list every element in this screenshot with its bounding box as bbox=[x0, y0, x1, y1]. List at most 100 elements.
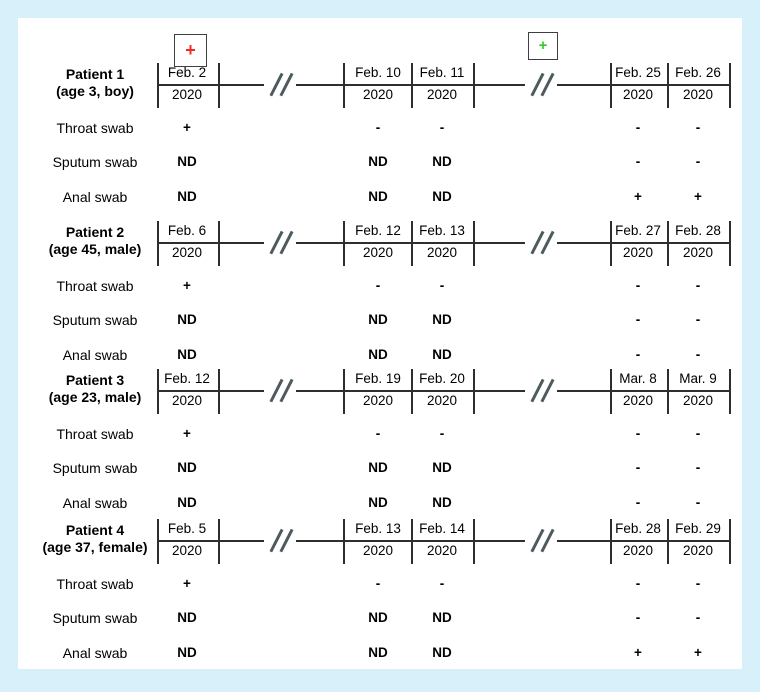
result-value: - bbox=[635, 576, 641, 591]
row-label-throat-swab: Throat swab bbox=[56, 278, 134, 294]
result-value: - bbox=[439, 278, 445, 293]
result-value: ND bbox=[368, 154, 388, 169]
figure-panel bbox=[18, 18, 742, 669]
row-label-throat-swab: Throat swab bbox=[56, 120, 134, 136]
date-label: Feb. 20 bbox=[419, 371, 465, 386]
year-label: 2020 bbox=[622, 87, 654, 102]
result-value: - bbox=[439, 426, 445, 441]
row-label-anal-swab: Anal swab bbox=[62, 189, 128, 205]
result-value: - bbox=[375, 576, 381, 591]
result-value: ND bbox=[368, 645, 388, 660]
timeline-tick bbox=[218, 221, 220, 266]
timeline-tick bbox=[218, 519, 220, 564]
year-label: 2020 bbox=[362, 393, 394, 408]
date-label: Mar. 8 bbox=[619, 371, 657, 386]
result-value: - bbox=[635, 460, 641, 475]
timeline-tick bbox=[343, 63, 345, 108]
row-label-throat-swab: Throat swab bbox=[56, 576, 134, 592]
result-value: ND bbox=[432, 154, 452, 169]
timeline-tick bbox=[343, 221, 345, 266]
patient-name: Patient 3 bbox=[65, 372, 125, 388]
timeline-tick bbox=[473, 369, 475, 414]
timeline-tick bbox=[411, 63, 413, 108]
row-label-anal-swab: Anal swab bbox=[62, 645, 128, 661]
patient-name: Patient 4 bbox=[65, 522, 125, 538]
date-label: Feb. 2 bbox=[167, 65, 207, 80]
timeline-line bbox=[157, 242, 731, 244]
result-value: + bbox=[183, 278, 191, 293]
result-value: - bbox=[695, 120, 701, 135]
re-positive-marker-box: + bbox=[528, 32, 558, 60]
result-value: - bbox=[375, 120, 381, 135]
row-label-sputum-swab: Sputum swab bbox=[52, 460, 138, 476]
timeline-break-icon bbox=[264, 527, 296, 554]
date-label: Mar. 9 bbox=[679, 371, 717, 386]
result-value: ND bbox=[368, 460, 388, 475]
patient-age-sex: (age 37, female) bbox=[42, 539, 148, 555]
year-label: 2020 bbox=[171, 245, 203, 260]
result-value: + bbox=[183, 576, 191, 591]
timeline-tick bbox=[610, 63, 612, 108]
result-value: - bbox=[635, 426, 641, 441]
date-label: Feb. 13 bbox=[355, 521, 401, 536]
year-label: 2020 bbox=[426, 245, 458, 260]
result-value: ND bbox=[432, 347, 452, 362]
year-label: 2020 bbox=[622, 543, 654, 558]
date-label: Feb. 12 bbox=[164, 371, 210, 386]
year-label: 2020 bbox=[622, 393, 654, 408]
timeline-tick bbox=[343, 369, 345, 414]
result-value: ND bbox=[368, 495, 388, 510]
timeline-break-icon bbox=[264, 229, 296, 256]
result-value: + bbox=[694, 645, 702, 660]
date-label: Feb. 25 bbox=[615, 65, 661, 80]
timeline-break-icon bbox=[525, 377, 557, 404]
result-value: - bbox=[375, 426, 381, 441]
result-value: - bbox=[635, 278, 641, 293]
timeline-tick bbox=[218, 369, 220, 414]
date-label: Feb. 27 bbox=[615, 223, 661, 238]
result-value: - bbox=[635, 154, 641, 169]
timeline-break-icon bbox=[264, 71, 296, 98]
result-value: + bbox=[183, 120, 191, 135]
year-label: 2020 bbox=[426, 543, 458, 558]
date-label: Feb. 29 bbox=[675, 521, 721, 536]
date-label: Feb. 5 bbox=[167, 521, 207, 536]
result-value: ND bbox=[368, 189, 388, 204]
result-value: - bbox=[695, 154, 701, 169]
result-value: ND bbox=[368, 347, 388, 362]
timeline-tick bbox=[411, 519, 413, 564]
date-label: Feb. 6 bbox=[167, 223, 207, 238]
first-positive-marker-box: + bbox=[174, 34, 207, 67]
year-label: 2020 bbox=[362, 87, 394, 102]
patient-name: Patient 1 bbox=[65, 66, 125, 82]
timeline-tick bbox=[610, 369, 612, 414]
result-value: ND bbox=[177, 610, 197, 625]
result-value: - bbox=[635, 495, 641, 510]
result-value: - bbox=[695, 347, 701, 362]
timeline-tick bbox=[157, 369, 159, 414]
timeline-tick bbox=[157, 519, 159, 564]
row-label-sputum-swab: Sputum swab bbox=[52, 312, 138, 328]
result-value: + bbox=[694, 189, 702, 204]
result-value: ND bbox=[177, 312, 197, 327]
timeline-tick bbox=[610, 519, 612, 564]
result-value: ND bbox=[177, 495, 197, 510]
timeline-tick bbox=[667, 221, 669, 266]
result-value: - bbox=[695, 312, 701, 327]
timeline-tick bbox=[729, 221, 731, 266]
result-value: - bbox=[635, 347, 641, 362]
